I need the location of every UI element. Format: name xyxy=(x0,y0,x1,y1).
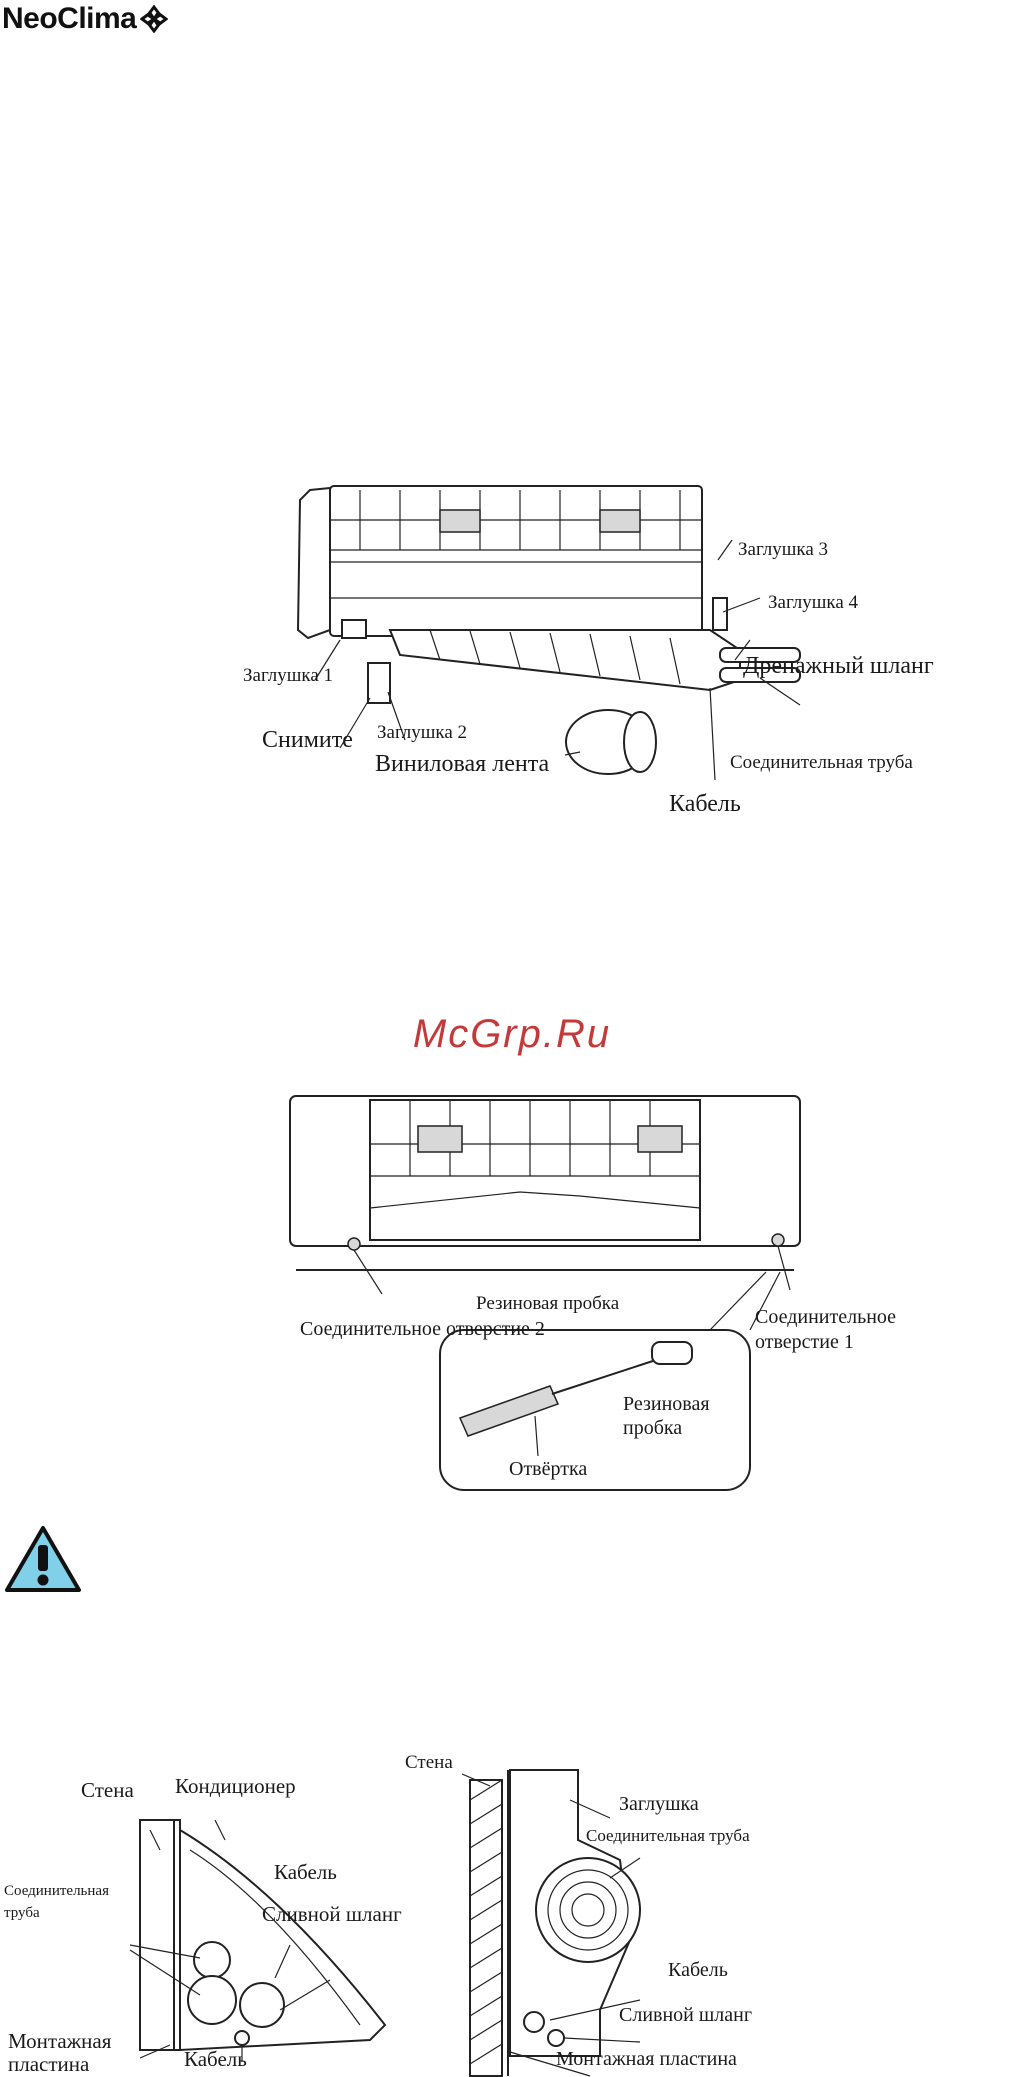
figure-1-drawing xyxy=(296,485,801,781)
label-plate-3-line-2: пластина xyxy=(8,2052,90,2076)
label-hole-1-line-1: Соединительное xyxy=(755,1306,897,1328)
label-cable-1: Кабель xyxy=(669,791,741,817)
label-conditioner: Кондиционер xyxy=(175,1774,296,1798)
figure-3-drawing xyxy=(129,1819,387,2062)
label-plug-3: Заглушка 3 xyxy=(738,539,829,560)
label-wall-2: Стена xyxy=(405,1752,453,1773)
label-plug-1: Заглушка 1 xyxy=(243,665,334,686)
label-rubber-plug: Резиновая пробка xyxy=(476,1293,620,1314)
label-plug-fig4: Заглушка xyxy=(619,1793,699,1815)
label-pipe-3-line-1: Соединительная xyxy=(4,1883,109,1899)
label-plug-4: Заглушка 4 xyxy=(768,592,859,613)
figure-2-drawing xyxy=(289,1095,801,1491)
label-plug-2: Заглушка 2 xyxy=(377,722,468,743)
brand-logo-icon xyxy=(140,5,169,33)
label-connecting-pipe-1: Соединительная труба xyxy=(730,752,913,773)
label-hole-1-line-2: отверстие 1 xyxy=(755,1331,854,1353)
brand-name: NeoClima xyxy=(2,2,137,35)
label-cable-3-top: Кабель xyxy=(274,1860,337,1884)
label-connecting-pipe-4: Соединительная труба xyxy=(586,1826,750,1845)
label-screwdriver: Отвёртка xyxy=(509,1458,588,1480)
label-pipe-3-line-2: труба xyxy=(4,1905,40,1921)
label-vinyl-tape: Виниловая лента xyxy=(375,751,550,777)
brand-logo: NeoClima xyxy=(2,2,169,36)
label-remove: Снимите xyxy=(262,727,353,753)
warning-triangle-icon xyxy=(5,1526,81,1592)
label-hole-2: Соединительное отверстие 2 xyxy=(300,1318,545,1340)
label-drain-hose-3: Сливной шланг xyxy=(262,1902,402,1926)
label-drain-hose-4: Сливной шланг xyxy=(619,2004,753,2026)
watermark: McGrp.Ru xyxy=(412,1012,612,1056)
label-mounting-plate-4: Монтажная пластина xyxy=(556,2048,737,2070)
label-cable-4: Кабель xyxy=(668,1959,728,1981)
label-wall-1: Стена xyxy=(81,1778,134,1802)
label-drain-hose-1: Дренажный шланг xyxy=(743,653,934,679)
label-inset-rubber-line-2: пробка xyxy=(623,1417,683,1439)
label-inset-rubber-line-1: Резиновая xyxy=(623,1393,710,1415)
label-plate-3-line-1: Монтажная xyxy=(8,2029,112,2053)
figure-4-drawing xyxy=(461,1769,641,2077)
label-cable-3-bottom: Кабель xyxy=(184,2047,247,2071)
